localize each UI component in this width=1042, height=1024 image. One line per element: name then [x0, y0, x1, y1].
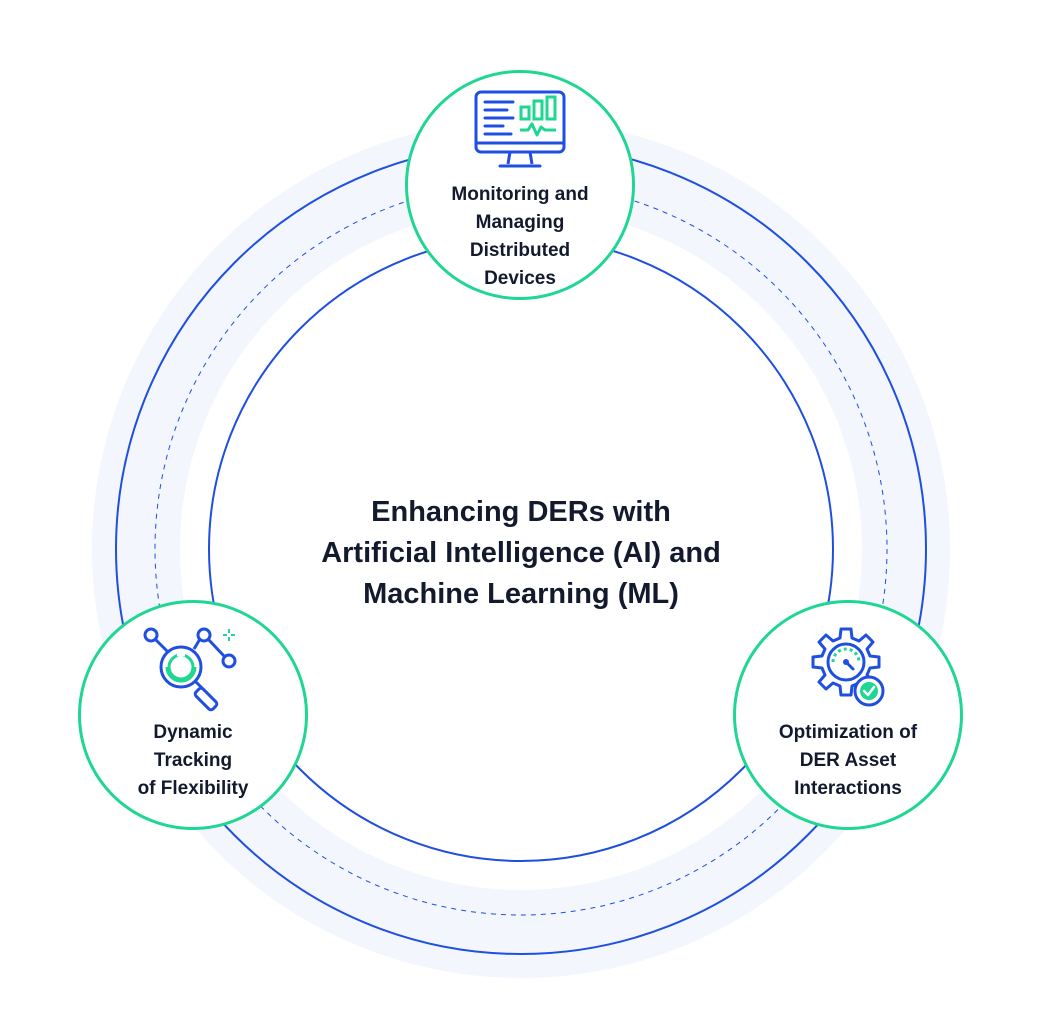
- node-label-line: Dynamic: [153, 722, 233, 743]
- node-label-line: Interactions: [794, 778, 902, 799]
- node-optimization: Optimization of DER Asset Interactions: [733, 600, 963, 830]
- node-label-line: Managing: [475, 212, 565, 233]
- magnifier-network-icon: [143, 627, 237, 712]
- node-monitoring: Monitoring and Managing Distributed Devi…: [405, 70, 635, 300]
- node-label-line: Devices: [484, 268, 556, 289]
- gear-gauge-check-icon: [811, 627, 885, 707]
- node-label-line: DER Asset: [799, 750, 897, 771]
- node-label-line: Monitoring and: [451, 184, 589, 205]
- title-line: Machine Learning (ML): [363, 578, 679, 610]
- title-line: Artificial Intelligence (AI) and: [321, 537, 721, 569]
- title-line: Enhancing DERs with: [371, 496, 671, 528]
- monitor-dashboard-icon: [474, 90, 566, 168]
- node-label-line: Optimization of: [778, 722, 918, 743]
- node-label: Monitoring and Managing Distributed Devi…: [408, 181, 632, 293]
- node-label-line: Distributed: [469, 240, 571, 261]
- node-label-line: Tracking: [153, 750, 233, 771]
- node-label: Dynamic Tracking of Flexibility: [81, 719, 305, 803]
- node-label-line: of Flexibility: [137, 778, 249, 799]
- node-label: Optimization of DER Asset Interactions: [736, 719, 960, 803]
- diagram-title: Enhancing DERs with Artificial Intellige…: [271, 492, 771, 615]
- node-tracking: Dynamic Tracking of Flexibility: [78, 600, 308, 830]
